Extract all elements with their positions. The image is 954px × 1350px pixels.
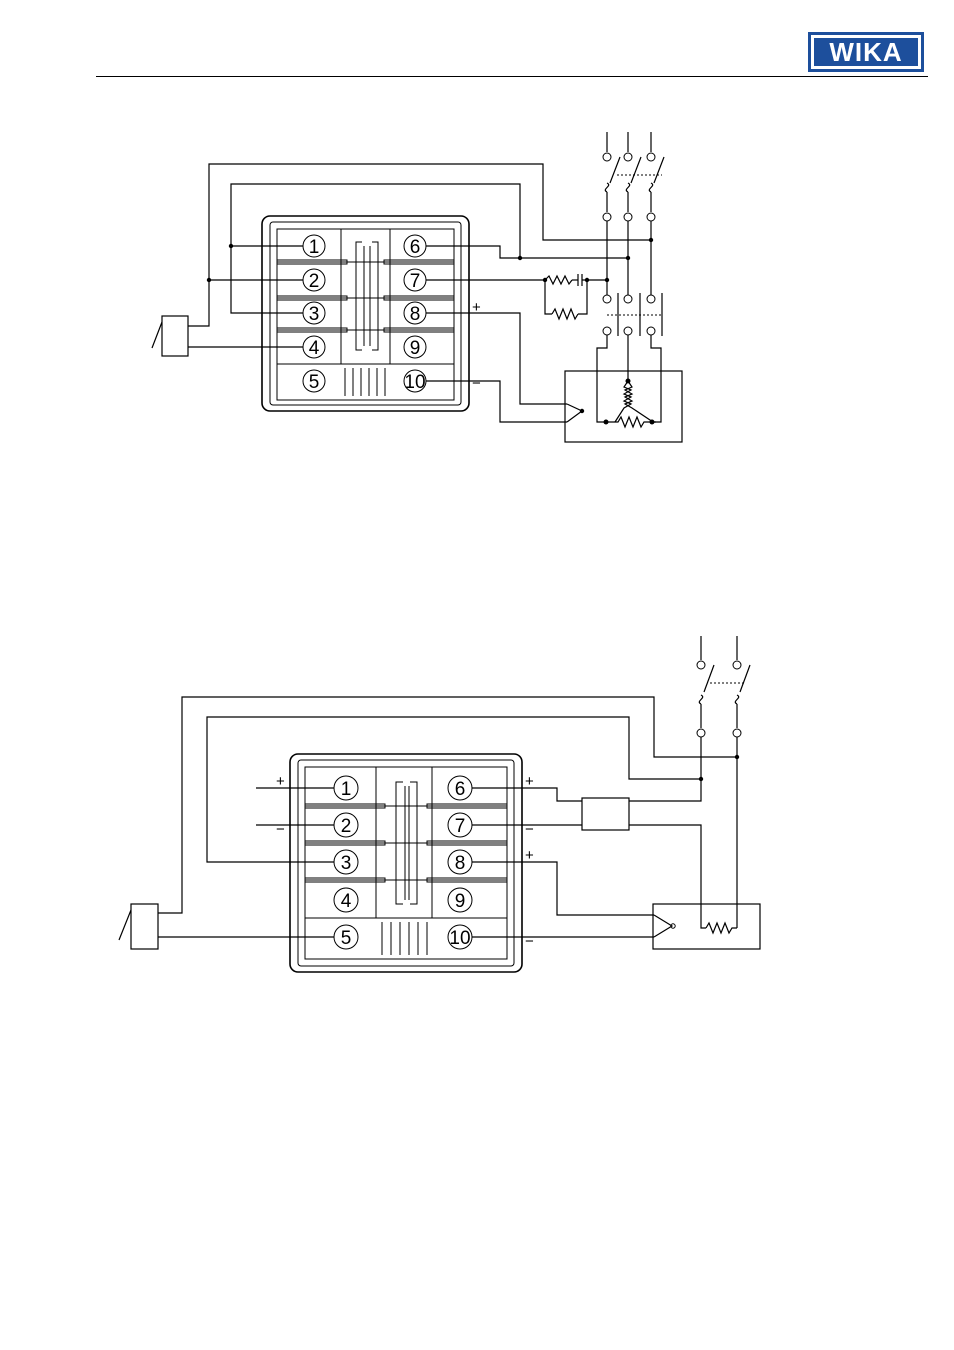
terminal-2: 2 — [334, 813, 358, 837]
terminal-label: 7 — [455, 816, 466, 837]
terminal-label: 10 — [449, 928, 470, 949]
wire-terminal-8: + — [426, 299, 567, 404]
terminal-10: 10 — [448, 925, 472, 949]
terminal-label: 4 — [341, 891, 352, 912]
terminal-3: 3 — [303, 302, 325, 325]
terminal-label: 6 — [410, 237, 421, 258]
terminal-label: 4 — [309, 338, 320, 359]
terminal-5: 5 — [334, 925, 358, 949]
terminal-1: 1 — [303, 235, 325, 258]
terminal-9: 9 — [404, 336, 426, 359]
terminal-7: 7 — [448, 813, 472, 837]
terminal-label: 3 — [341, 853, 352, 874]
terminal-8: 8 — [404, 302, 426, 325]
terminal-9: 9 — [448, 888, 472, 912]
terminal-4: 4 — [303, 336, 325, 359]
wire-terminal-6 — [426, 246, 628, 260]
terminal-7: 7 — [404, 269, 426, 292]
plus-sign: + — [276, 773, 285, 790]
terminal-label: 2 — [309, 271, 320, 292]
terminal-8: 8 — [448, 850, 472, 874]
terminal-block-housing — [290, 754, 522, 972]
plus-sign: + — [525, 847, 534, 864]
terminal-1: 1 — [334, 776, 358, 800]
terminal-label: 9 — [410, 338, 421, 359]
terminal-label: 5 — [341, 928, 352, 949]
terminal-label: 10 — [404, 372, 425, 393]
terminal-10: 10 — [404, 370, 426, 393]
wiring-diagram-three-phase: 1 2 3 4 5 6 7 8 9 10 — [0, 0, 954, 500]
wire-loop-1-3 — [229, 184, 520, 313]
terminal-label: 6 — [455, 779, 466, 800]
heater-load — [653, 904, 760, 949]
terminal-label: 1 — [309, 237, 320, 258]
thermocouple-leads: + − — [472, 847, 654, 950]
terminal-label: 1 — [341, 779, 352, 800]
terminal-label: 8 — [410, 304, 421, 325]
plus-sign: + — [525, 773, 534, 790]
terminal-label: 7 — [410, 271, 421, 292]
minus-sign: − — [276, 821, 285, 838]
plus-sign: + — [472, 299, 481, 316]
wiring-diagram-single-phase: 1 2 3 4 5 6 7 8 9 10 + − — [0, 620, 954, 1040]
terminal-4: 4 — [334, 888, 358, 912]
terminal-3: 3 — [334, 850, 358, 874]
wire-terminal-10: − — [426, 375, 567, 422]
terminal-label: 9 — [455, 891, 466, 912]
terminal-label: 2 — [341, 816, 352, 837]
minus-sign: − — [472, 375, 481, 392]
terminal-label: 8 — [455, 853, 466, 874]
terminal-label: 3 — [309, 304, 320, 325]
single-phase-supply — [697, 636, 750, 928]
terminal-6: 6 — [404, 235, 426, 258]
sensor-probe — [119, 697, 737, 949]
three-phase-supply — [597, 132, 664, 422]
minus-sign: − — [525, 821, 534, 838]
terminal-6: 6 — [448, 776, 472, 800]
heater-load — [565, 371, 682, 442]
terminal-2: 2 — [303, 269, 325, 292]
terminal-5: 5 — [303, 370, 325, 393]
minus-sign: − — [525, 933, 534, 950]
terminal-label: 5 — [309, 372, 320, 393]
